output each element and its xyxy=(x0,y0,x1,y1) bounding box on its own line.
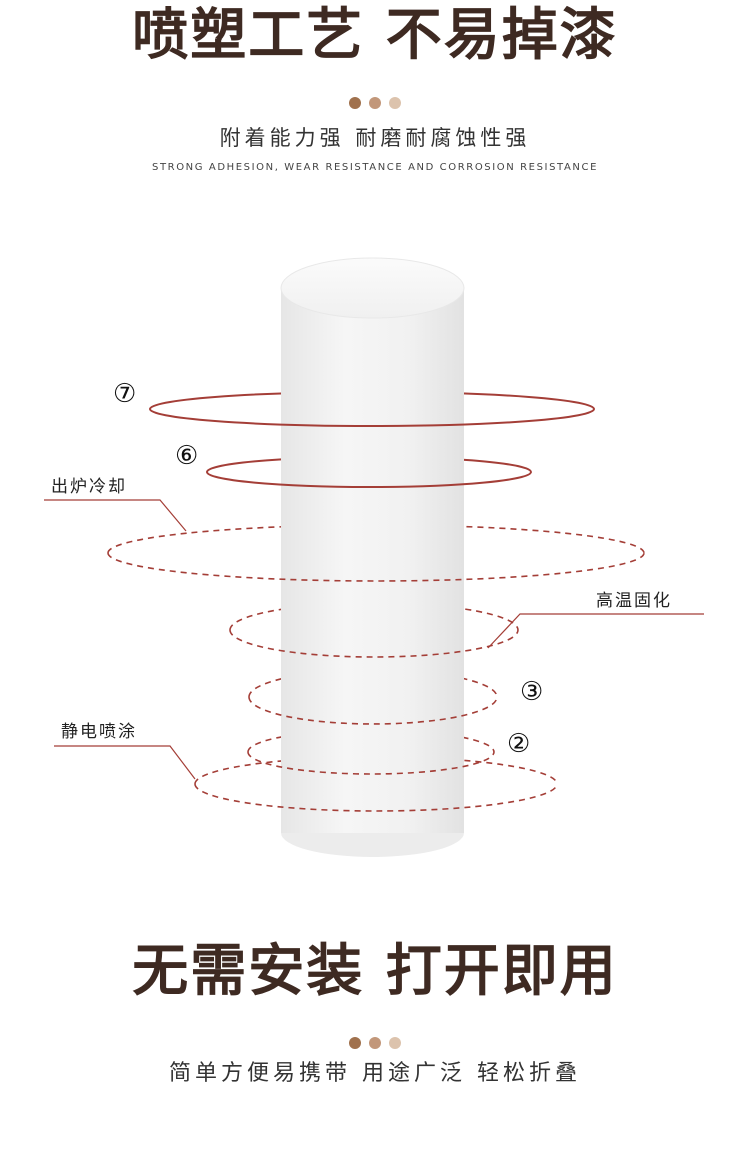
dot-icon xyxy=(389,1037,401,1049)
dot-icon xyxy=(369,97,381,109)
decorative-dots-bottom xyxy=(0,1037,750,1049)
cylinder xyxy=(280,257,465,857)
step-7-label: ⑦ xyxy=(113,379,136,409)
ring-curing-front xyxy=(229,629,519,658)
cylinder-body xyxy=(281,288,464,833)
ring-spraying-back xyxy=(194,756,558,785)
leader-lines xyxy=(44,499,704,780)
decorative-dots-top xyxy=(0,97,750,109)
spray-process-diagram: ⑦ ⑥ 出炉冷却 高温固化 ③ 静电喷涂 ② xyxy=(44,257,704,857)
ring-6-front xyxy=(206,471,532,488)
ring-cooling-front xyxy=(107,552,645,582)
ring-cooling-back xyxy=(107,524,645,554)
section-1-title: 喷塑工艺 不易掉漆 xyxy=(132,3,618,68)
step-2-label: ② xyxy=(507,729,530,759)
section-2-subtitle: 简单方便易携带 用途广泛 轻松折叠 xyxy=(169,1061,581,1086)
cylinder-top xyxy=(280,257,465,319)
ring-spraying-front xyxy=(194,783,558,812)
ring-3-front xyxy=(248,696,498,725)
dot-icon xyxy=(349,97,361,109)
ring-3-back xyxy=(248,669,498,698)
dot-icon xyxy=(349,1037,361,1049)
dot-icon xyxy=(369,1037,381,1049)
section-1-english-tagline: STRONG ADHESION, WEAR RESISTANCE AND COR… xyxy=(152,162,598,173)
ring-7-front xyxy=(149,408,595,427)
step-3-label: ③ xyxy=(520,677,543,707)
spraying-label: 静电喷涂 xyxy=(61,722,137,742)
cooling-label: 出炉冷却 xyxy=(51,477,127,497)
ring-curing-back xyxy=(229,602,519,631)
section-2-title: 无需安装 打开即用 xyxy=(132,939,618,1004)
leader-spraying xyxy=(54,745,196,780)
curing-label: 高温固化 xyxy=(596,591,672,611)
step-6-label: ⑥ xyxy=(175,441,198,471)
dot-icon xyxy=(389,97,401,109)
leader-curing xyxy=(487,613,704,649)
leader-cooling xyxy=(44,499,187,532)
section-1-subtitle: 附着能力强 耐磨耐腐蚀性强 xyxy=(219,126,531,150)
rings-front xyxy=(107,408,645,812)
